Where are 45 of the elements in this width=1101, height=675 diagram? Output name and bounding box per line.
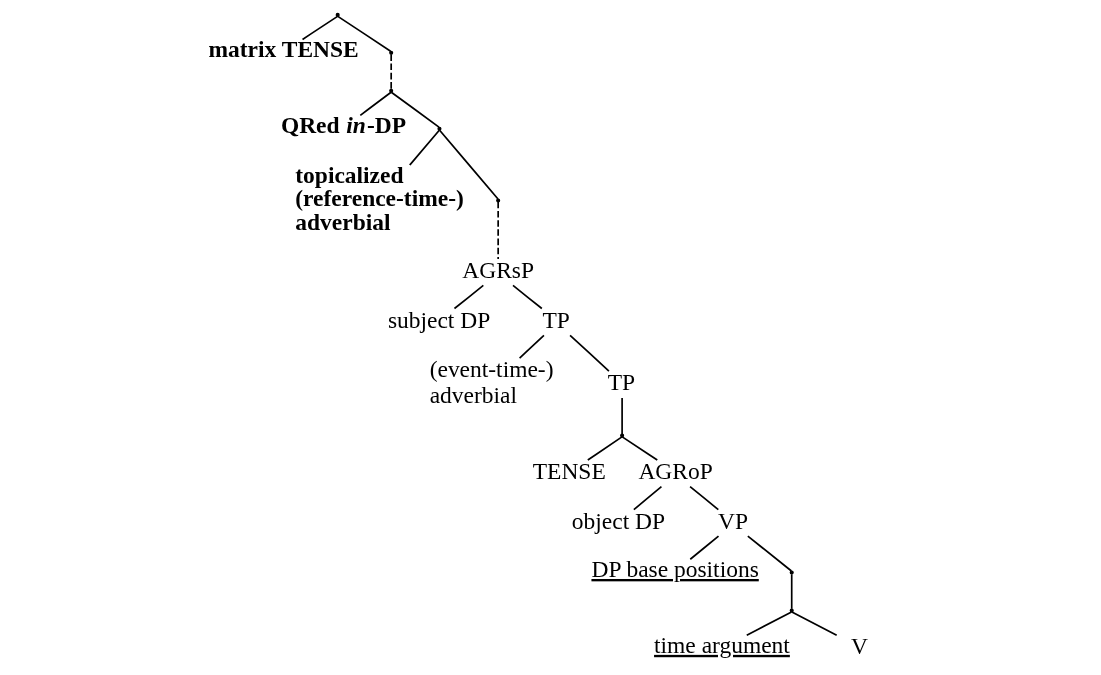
node-point <box>335 12 340 17</box>
connector <box>511 284 543 310</box>
node-point <box>619 433 624 438</box>
connector <box>745 611 792 637</box>
node-text: topicalized (reference-time-) adverbial <box>294 161 464 235</box>
node-point <box>388 88 393 93</box>
node-text: V <box>850 633 868 660</box>
node-point <box>789 608 794 613</box>
node-text: TP <box>542 306 570 333</box>
node-text: subject DP <box>387 306 490 333</box>
node-text: TP <box>607 369 635 396</box>
node-text: QRed in-DP <box>280 112 406 139</box>
connector <box>518 334 545 359</box>
node-point <box>789 570 794 575</box>
node-point <box>388 50 393 55</box>
node-text: (event-time-) adverbial <box>429 356 553 409</box>
connector <box>389 91 440 128</box>
connector <box>790 611 837 637</box>
connector <box>586 436 623 461</box>
connector <box>408 129 440 166</box>
connector <box>688 535 719 561</box>
connector <box>632 485 662 511</box>
node-text: object DP <box>571 507 665 534</box>
node-text: AGRoP <box>637 458 713 485</box>
connector <box>496 201 499 260</box>
connector <box>358 91 392 117</box>
node-point <box>436 126 441 131</box>
connector <box>790 573 793 610</box>
connector <box>688 485 719 511</box>
connector <box>301 15 338 41</box>
connector <box>438 129 499 200</box>
connector <box>336 15 391 53</box>
node-text: time argument <box>653 631 790 658</box>
connector <box>453 284 484 310</box>
connector <box>620 436 658 461</box>
node-text: AGRsP <box>461 257 534 284</box>
node-point <box>495 198 500 203</box>
connector <box>568 334 610 372</box>
connector <box>389 53 392 90</box>
connector <box>620 397 623 435</box>
connector <box>746 535 792 572</box>
node-text: DP base positions <box>590 555 759 582</box>
node-text: TENSE <box>532 458 606 485</box>
node-text: VP <box>717 507 748 534</box>
node-text: matrix TENSE <box>208 36 359 63</box>
